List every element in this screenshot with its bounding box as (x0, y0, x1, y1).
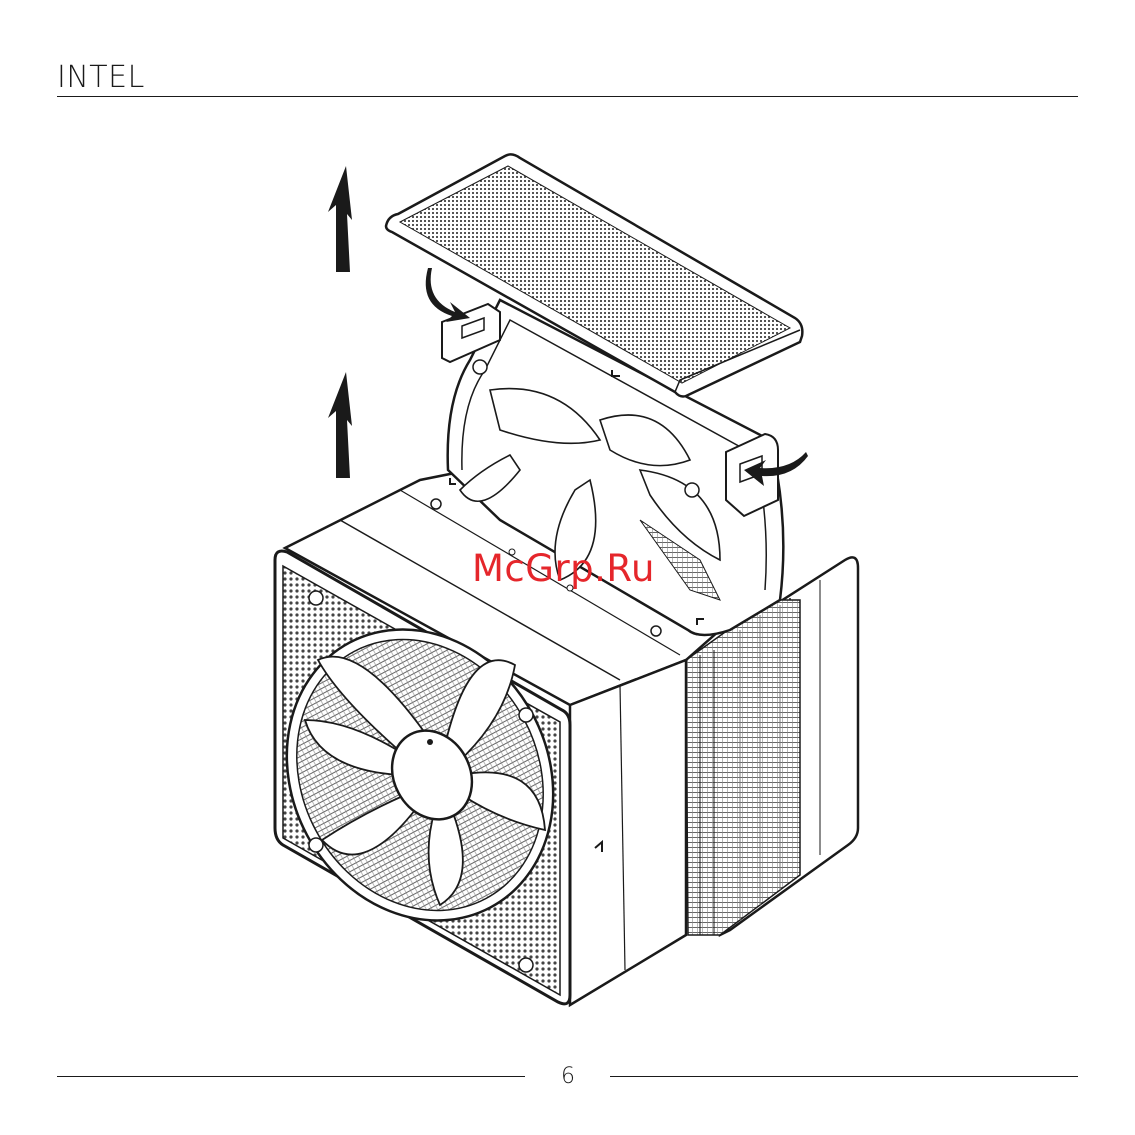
watermark-text: McGrp.Ru (472, 545, 655, 593)
footer-divider-right (610, 1076, 1078, 1077)
up-arrow-icon (328, 166, 352, 272)
page-number: 6 (548, 1062, 588, 1092)
up-arrow-icon (328, 372, 352, 478)
footer-divider-left (57, 1076, 525, 1077)
curved-arrow-icon (426, 268, 470, 322)
